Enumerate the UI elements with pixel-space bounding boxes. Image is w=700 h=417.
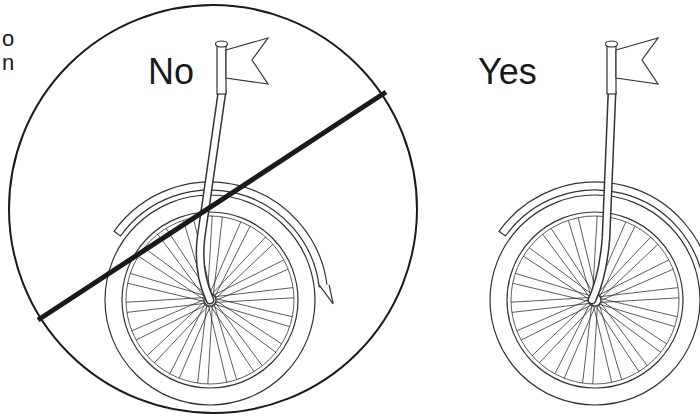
cut-off-text: n xyxy=(2,52,14,74)
prohibition-slash xyxy=(38,92,386,320)
cut-off-text: o xyxy=(2,28,14,50)
verdict-label: No xyxy=(148,54,194,90)
fender-tail xyxy=(319,285,333,304)
verdict-label: Yes xyxy=(478,54,537,90)
front-wheel-correct xyxy=(490,38,700,405)
prohibition-circle xyxy=(9,5,417,413)
front-wheel-wrong xyxy=(105,38,333,405)
